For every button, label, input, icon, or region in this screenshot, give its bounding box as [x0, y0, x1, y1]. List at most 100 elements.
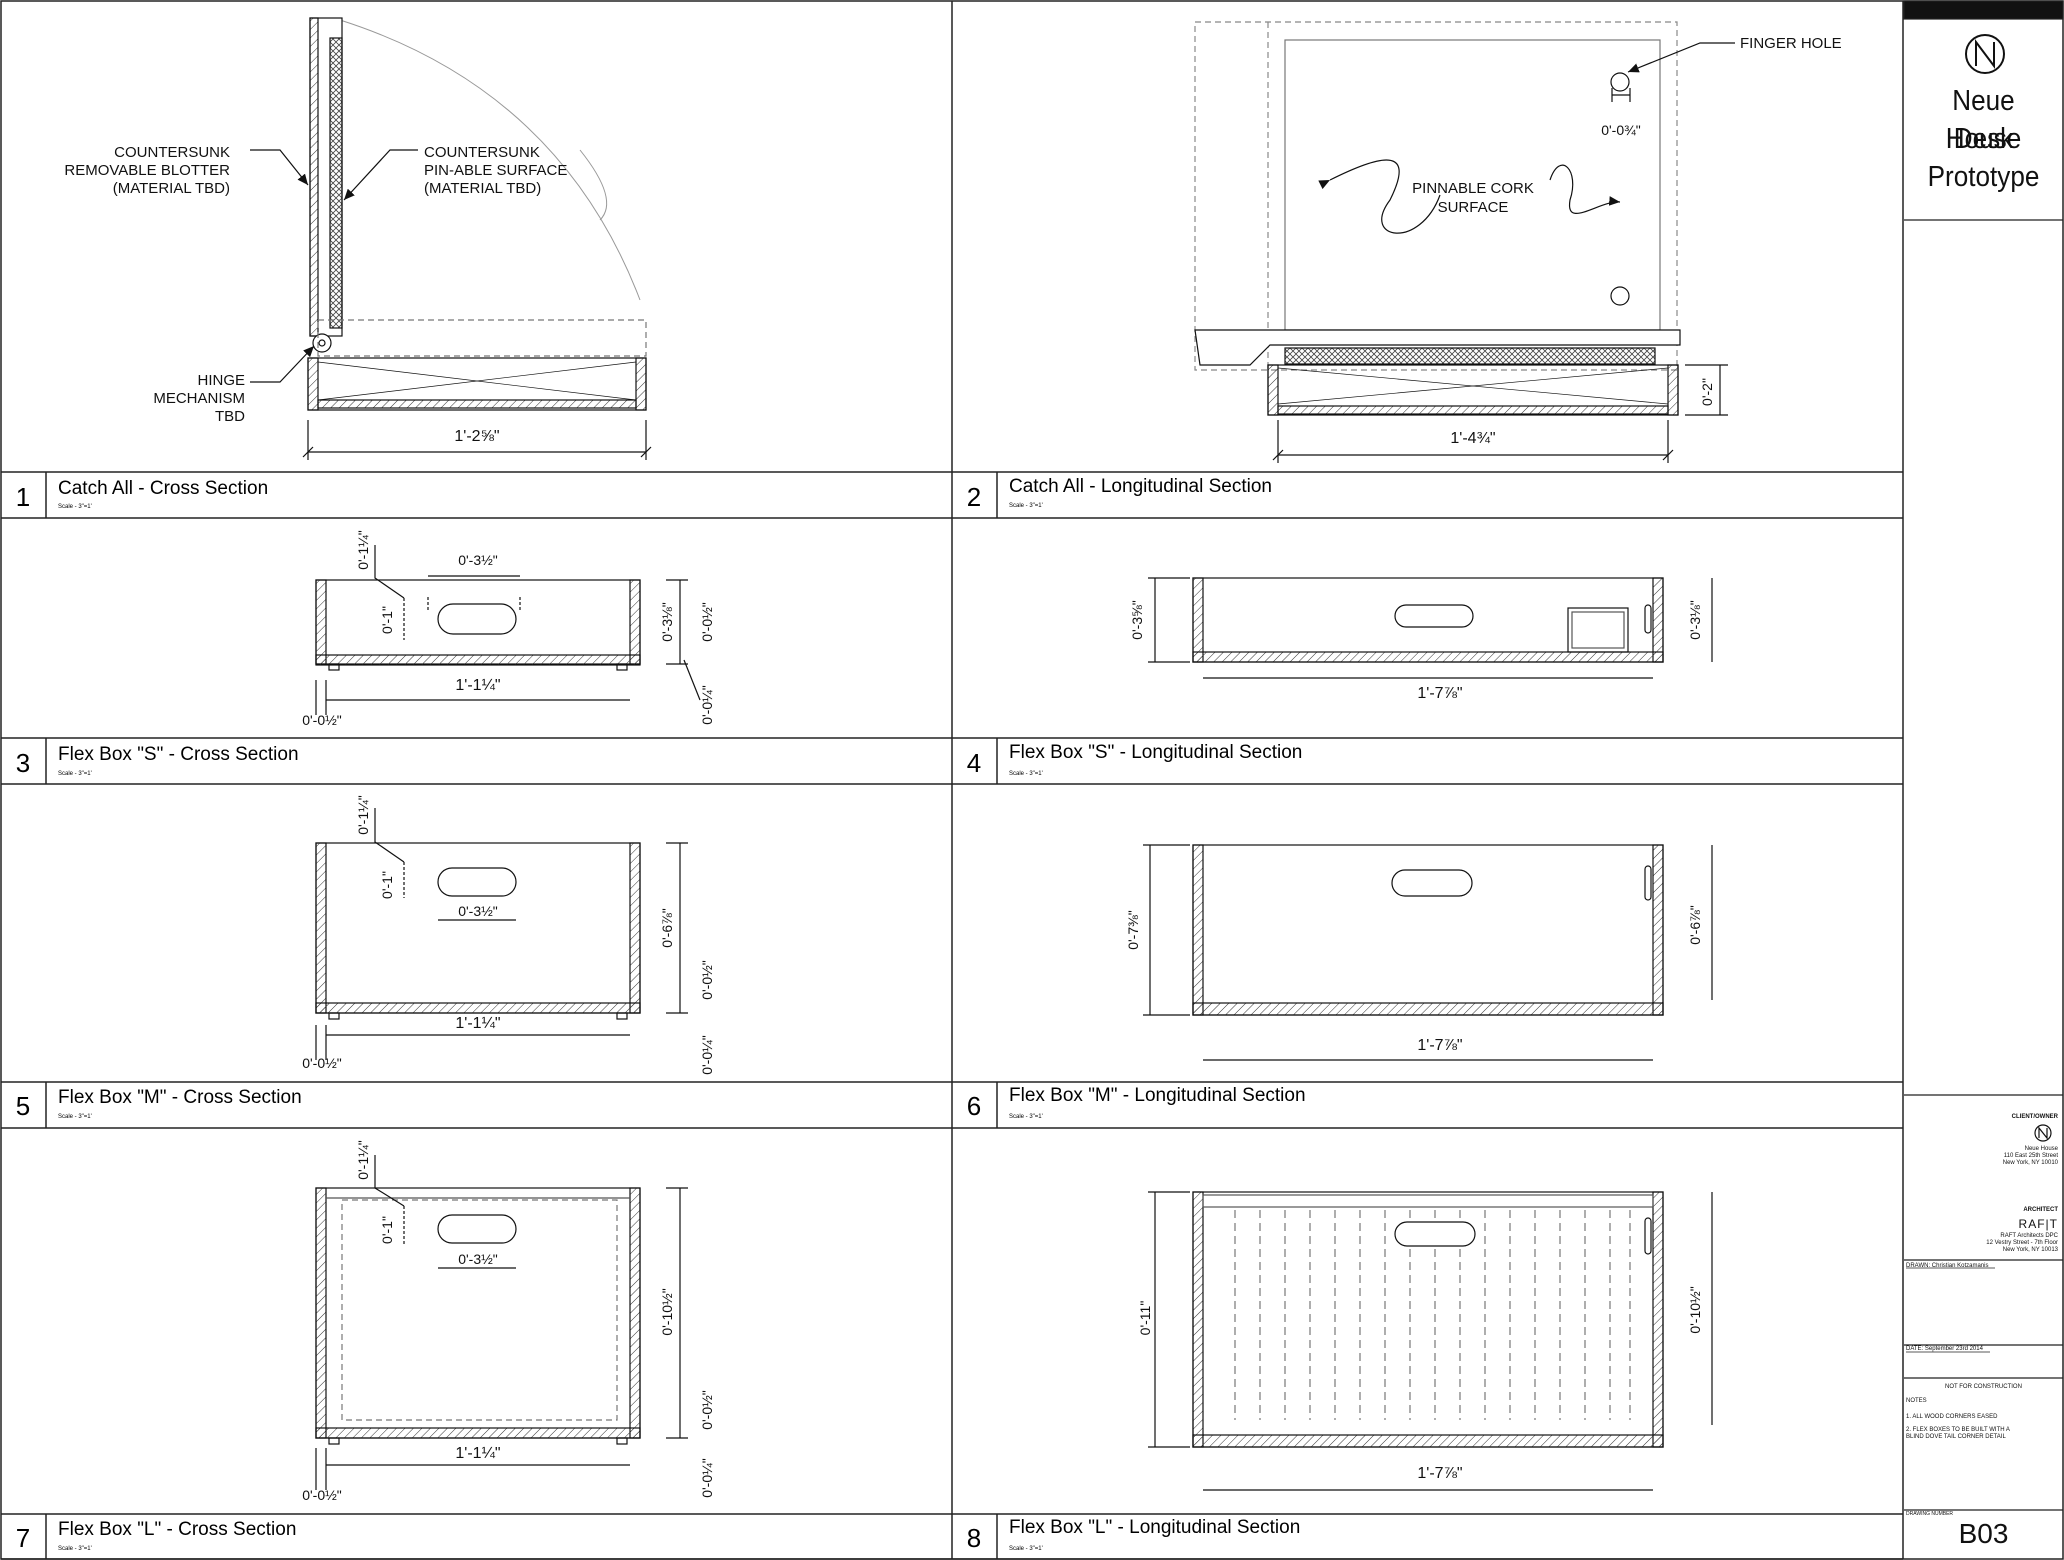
s-height-long-dim: 0'-3⅝"	[1129, 600, 1145, 640]
hinge-label-3: TBD	[215, 408, 245, 425]
drawn-by: DRAWN: Christian Kotzamanis	[1906, 1263, 1989, 1269]
flex-box-s-longitudinal-section-drawing	[1148, 577, 1713, 679]
pinable-label-2: PIN-ABLE SURFACE	[424, 162, 567, 179]
project-title-line-1: Neue House	[1945, 85, 2022, 155]
l-handle-width-dim: 0'-3½"	[458, 1251, 498, 1267]
m-wall-dim: 0'-0½"	[699, 960, 715, 1000]
flex-box-m-longitudinal-section-drawing	[1143, 844, 1713, 1061]
neue-house-logo-icon	[1965, 34, 2005, 74]
panel-5-number: 5	[16, 1091, 30, 1121]
panel-1-number: 1	[16, 482, 30, 512]
s-handle-width-dim: 0'-3½"	[458, 552, 498, 568]
hinge-label-2: MECHANISM	[153, 390, 245, 407]
s-foot-width-dim: 0'-0½"	[302, 712, 342, 728]
sheet-number: B03	[1958, 1518, 2009, 1549]
finger-hole-label: FINGER HOLE	[1740, 35, 1842, 52]
flex-box-s-longitudinal-section-labels: 1'-7⅞" 0'-3⅝" 0'-3⅛"	[1129, 600, 1703, 702]
flex-box-m-cross-section-labels: 0'-1¼" 0'-1" 0'-3½" 1'-1¼" 0'-0½" 0'-6⅞"…	[302, 795, 715, 1075]
blotter-label-3: (MATERIAL TBD)	[113, 180, 230, 197]
panel-1-title: Catch All - Cross Section	[58, 478, 268, 499]
title-block: Neue House Desk Prototype CLIENT/OWNER N…	[1903, 0, 2064, 1560]
l-dovetail-lines	[1234, 1210, 1631, 1420]
flex-box-l-cross-section-drawing	[315, 1155, 688, 1490]
finger-hole-dim: 0'-0¾"	[1601, 122, 1641, 138]
architect-line-2: 12 Vestry Street - 7th Floor	[1986, 1240, 2058, 1246]
s-height-right-dim: 0'-3⅛"	[1687, 600, 1703, 640]
m-length-dim: 1'-7⅞"	[1417, 1037, 1462, 1054]
catch-all-cross-section-labels: COUNTERSUNK REMOVABLE BLOTTER (MATERIAL …	[64, 144, 567, 445]
s-box-width-dim: 1'-1¼"	[455, 677, 500, 694]
title-block-frame	[1903, 0, 2064, 1511]
catch-all-cross-section-drawing	[250, 17, 652, 460]
l-handle-height-dim: 0'-1"	[379, 1216, 395, 1244]
project-title-line-2: Desk	[1953, 123, 2014, 155]
pinable-label-3: (MATERIAL TBD)	[424, 180, 541, 197]
p2-width-dim: 1'-4¾"	[1450, 430, 1495, 447]
panel-7-number: 7	[16, 1523, 30, 1553]
blotter-label-2: REMOVABLE BLOTTER	[64, 162, 230, 179]
flex-box-l-longitudinal-section-drawing	[1148, 1191, 1713, 1491]
panel-8-scale: Scale - 3"=1'	[1009, 1546, 1043, 1552]
catch-all-longitudinal-section-drawing	[1194, 21, 1735, 463]
s-handle-top-dim: 0'-1¼"	[355, 530, 371, 570]
l-foot-width-dim: 0'-0½"	[302, 1487, 342, 1503]
panel-8-number: 8	[967, 1523, 981, 1553]
s-handle-height-dim: 0'-1"	[379, 606, 395, 634]
note-3: BLIND DOVE TAIL CORNER DETAIL	[1906, 1434, 2006, 1440]
cork-label-1: PINNABLE CORK	[1412, 180, 1534, 197]
panel-3-scale: Scale - 3"=1'	[58, 771, 92, 777]
flex-box-m-longitudinal-section-labels: 1'-7⅞" 0'-7⅜" 0'-6⅞"	[1125, 905, 1703, 1054]
panel-3-number: 3	[16, 748, 30, 778]
neue-house-logo-small-icon	[2034, 1124, 2052, 1142]
hinge-label-1: HINGE	[197, 372, 245, 389]
flex-box-s-cross-section-drawing	[315, 545, 701, 715]
panel-titles: 1 Catch All - Cross Section Scale - 3"=1…	[16, 476, 1306, 1553]
s-foot-height-dim: 0'-0¼"	[699, 685, 715, 725]
s-height-dim: 0'-3⅛"	[659, 602, 675, 642]
p1-width-dim: 1'-2⅝"	[454, 428, 499, 445]
l-height-dim: 0'-10½"	[659, 1288, 675, 1335]
m-handle-top-dim: 0'-1¼"	[355, 795, 371, 835]
l-height-long-dim: 0'-11"	[1137, 1301, 1153, 1336]
m-handle-height-dim: 0'-1"	[379, 871, 395, 899]
m-height-long-dim: 0'-7⅜"	[1125, 910, 1141, 950]
architect-logo: RAF|T	[2018, 1217, 2058, 1231]
m-handle-width-dim: 0'-3½"	[458, 903, 498, 919]
flex-box-s-cross-section-labels: 0'-3½" 0'-1¼" 0'-1" 1'-1¼" 0'-0½" 0'-3⅛"…	[302, 530, 715, 728]
cork-label-2: SURFACE	[1438, 199, 1509, 216]
s-wall-dim: 0'-0½"	[699, 602, 715, 642]
drawing-number-label: DRAWING NUMBER	[1906, 1511, 1954, 1517]
client-line-2: 110 East 25th Street	[2003, 1153, 2058, 1159]
l-box-width-dim: 1'-1¼"	[455, 1445, 500, 1462]
pinable-label-1: COUNTERSUNK	[424, 144, 540, 161]
m-height-right-dim: 0'-6⅞"	[1687, 905, 1703, 945]
flex-box-l-longitudinal-section-labels: 1'-7⅞" 0'-11" 0'-10½"	[1137, 1286, 1703, 1482]
panel-4-number: 4	[967, 748, 981, 778]
project-title-line-3: Prototype	[1927, 161, 2040, 193]
panel-6-number: 6	[967, 1091, 981, 1121]
panel-2-number: 2	[967, 482, 981, 512]
construction-status: NOT FOR CONSTRUCTION	[1945, 1384, 2022, 1390]
panel-6-title: Flex Box "M" - Longitudinal Section	[1009, 1085, 1306, 1106]
l-foot-height-dim: 0'-0¼"	[699, 1458, 715, 1498]
blotter-label-1: COUNTERSUNK	[114, 144, 230, 161]
panel-6-scale: Scale - 3"=1'	[1009, 1114, 1043, 1120]
client-line-1: Neue House	[2024, 1146, 2058, 1152]
architect-line-3: New York, NY 10013	[2002, 1247, 2058, 1253]
catch-all-longitudinal-section-labels: FINGER HOLE 0'-0¾" PINNABLE CORK SURFACE…	[1412, 35, 1842, 447]
l-handle-top-dim: 0'-1¼"	[355, 1140, 371, 1180]
panel-4-scale: Scale - 3"=1'	[1009, 771, 1043, 777]
m-foot-width-dim: 0'-0½"	[302, 1055, 342, 1071]
client-label: CLIENT/OWNER	[2011, 1114, 2058, 1120]
m-box-width-dim: 1'-1¼"	[455, 1015, 500, 1032]
flex-box-l-cross-section-labels: 0'-1¼" 0'-1" 0'-3½" 1'-1¼" 0'-0½" 0'-10½…	[302, 1140, 715, 1503]
panel-2-scale: Scale - 3"=1'	[1009, 503, 1043, 509]
panel-5-scale: Scale - 3"=1'	[58, 1114, 92, 1120]
p2-height-dim: 0'-2"	[1699, 378, 1715, 406]
architect-line-1: RAFT Architects DPC	[2000, 1233, 2058, 1239]
l-height-right-dim: 0'-10½"	[1687, 1286, 1703, 1333]
architect-label: ARCHITECT	[2023, 1207, 2058, 1213]
notes-label: NOTES	[1906, 1398, 1927, 1404]
